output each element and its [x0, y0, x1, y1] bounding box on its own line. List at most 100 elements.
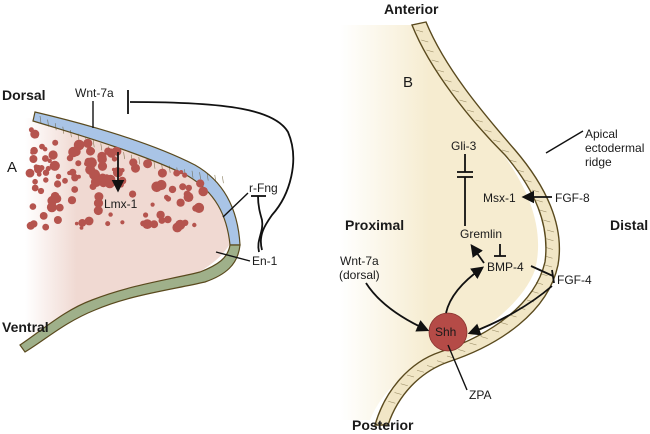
cell-dot: [129, 158, 138, 167]
cell-dot: [129, 190, 137, 198]
hatch-mark: [47, 119, 49, 127]
hatch-mark: [39, 115, 42, 124]
cell-dot: [42, 146, 48, 152]
gene-label-wnt7a-b-line2: (dorsal): [339, 268, 380, 282]
cell-dot: [143, 212, 149, 218]
hatch-mark: [206, 173, 209, 181]
hatch-mark: [153, 161, 156, 169]
gene-label-lmx1: Lmx-1: [104, 197, 138, 211]
cell-dot: [33, 164, 39, 170]
hatch-mark: [501, 149, 510, 153]
cell-dot: [179, 183, 187, 191]
hatch-mark: [70, 130, 72, 138]
fgf4-to-shh-arrow: [467, 285, 553, 336]
cell-dot: [118, 182, 124, 188]
cell-dot: [38, 165, 45, 171]
cell-dot: [108, 212, 113, 217]
hatch-mark: [509, 159, 517, 163]
en1-inhibits-wnt7a-connector: [129, 101, 295, 251]
hatch-mark: [214, 174, 217, 182]
cell-dot: [62, 177, 68, 184]
cell-dot: [36, 171, 42, 177]
ventral-label: Ventral: [2, 319, 49, 335]
hatch-mark: [531, 189, 540, 193]
hatch-mark: [491, 329, 500, 333]
hatch-mark: [466, 109, 475, 113]
cell-dot: [97, 176, 104, 182]
cell-dot: [79, 226, 84, 230]
cell-dot: [185, 184, 192, 192]
gene-label-wnt7a-b-line1: Wnt-7a: [340, 254, 379, 268]
cell-dot: [164, 194, 169, 200]
cell-dot: [50, 191, 60, 201]
cell-dot: [182, 219, 189, 226]
hatch-mark: [426, 365, 435, 368]
apical-ectodermal-ridge: [374, 21, 561, 426]
cell-dot: [43, 177, 49, 183]
cell-dot: [28, 127, 34, 133]
hatch-mark: [222, 176, 224, 184]
hatch-mark: [416, 369, 425, 373]
cell-dot: [182, 172, 188, 178]
cell-dot: [25, 168, 35, 178]
cell-dot: [106, 148, 116, 158]
cell-dot: [30, 146, 38, 155]
hatch-mark: [191, 170, 194, 178]
cell-dot: [113, 168, 121, 177]
hatch-mark: [168, 165, 171, 173]
cell-dot: [42, 169, 50, 176]
cell-dot: [150, 202, 155, 207]
cell-dot: [111, 156, 118, 162]
cell-dot: [105, 174, 116, 185]
ventral-ectoderm: [19, 244, 241, 353]
posterior-label: Posterior: [352, 417, 414, 433]
ridge-hatching: [388, 29, 555, 404]
cell-dot: [198, 186, 208, 197]
gene-label-en1: En-1: [252, 254, 278, 268]
cell-dot: [183, 192, 194, 203]
hatch-mark: [77, 133, 80, 141]
cell-dot: [37, 187, 45, 195]
cell-dot: [48, 150, 58, 160]
cell-dot: [54, 180, 62, 188]
cell-dot: [157, 168, 167, 178]
hatch-mark: [436, 360, 445, 364]
cell-dot: [71, 186, 79, 193]
gene-label-rfng: r-Fng: [249, 181, 278, 195]
hatch-mark: [123, 152, 125, 160]
hatch-mark: [54, 123, 57, 131]
en1-inhibits-rfng-connector: [257, 195, 264, 253]
cell-dot: [29, 203, 37, 210]
hatch-mark: [543, 219, 551, 223]
gene-label-wnt7a: Wnt-7a: [75, 86, 114, 100]
cell-dot: [176, 198, 185, 207]
cell-dot: [71, 174, 79, 182]
cell-dot: [150, 220, 159, 229]
hatch-mark: [500, 322, 508, 325]
hatch-mark: [421, 39, 429, 43]
rfng-pointer-line: [222, 192, 249, 218]
hatch-mark: [480, 336, 488, 339]
hatch-mark: [451, 89, 460, 93]
hatch-mark: [444, 79, 452, 83]
panel-a: Dorsal Ventral A Wnt-7a Lmx-1 r-Fng En-1: [2, 86, 295, 353]
hatch-mark: [458, 349, 466, 352]
cell-dot: [173, 169, 181, 177]
bmp4-to-gremlin-arrow: [470, 243, 485, 264]
shh-zpa-circle: [428, 312, 468, 352]
gene-label-fgf4: FGF-4: [557, 273, 592, 287]
panel-b-label: B: [403, 74, 413, 91]
hatch-mark: [540, 273, 548, 277]
cell-dot: [97, 210, 102, 215]
hatch-mark: [62, 126, 65, 134]
hatch-mark: [545, 255, 553, 259]
cell-dot: [29, 155, 38, 163]
aer-label-line-1: Apical: [585, 127, 618, 141]
hatch-mark: [388, 400, 396, 404]
bmp4-to-fgf4-line: [530, 265, 554, 277]
distal-label: Distal: [610, 217, 648, 233]
dorsal-label: Dorsal: [2, 87, 46, 103]
cell-dot: [192, 222, 197, 228]
hatch-mark: [484, 129, 492, 133]
cell-dot: [39, 212, 48, 220]
